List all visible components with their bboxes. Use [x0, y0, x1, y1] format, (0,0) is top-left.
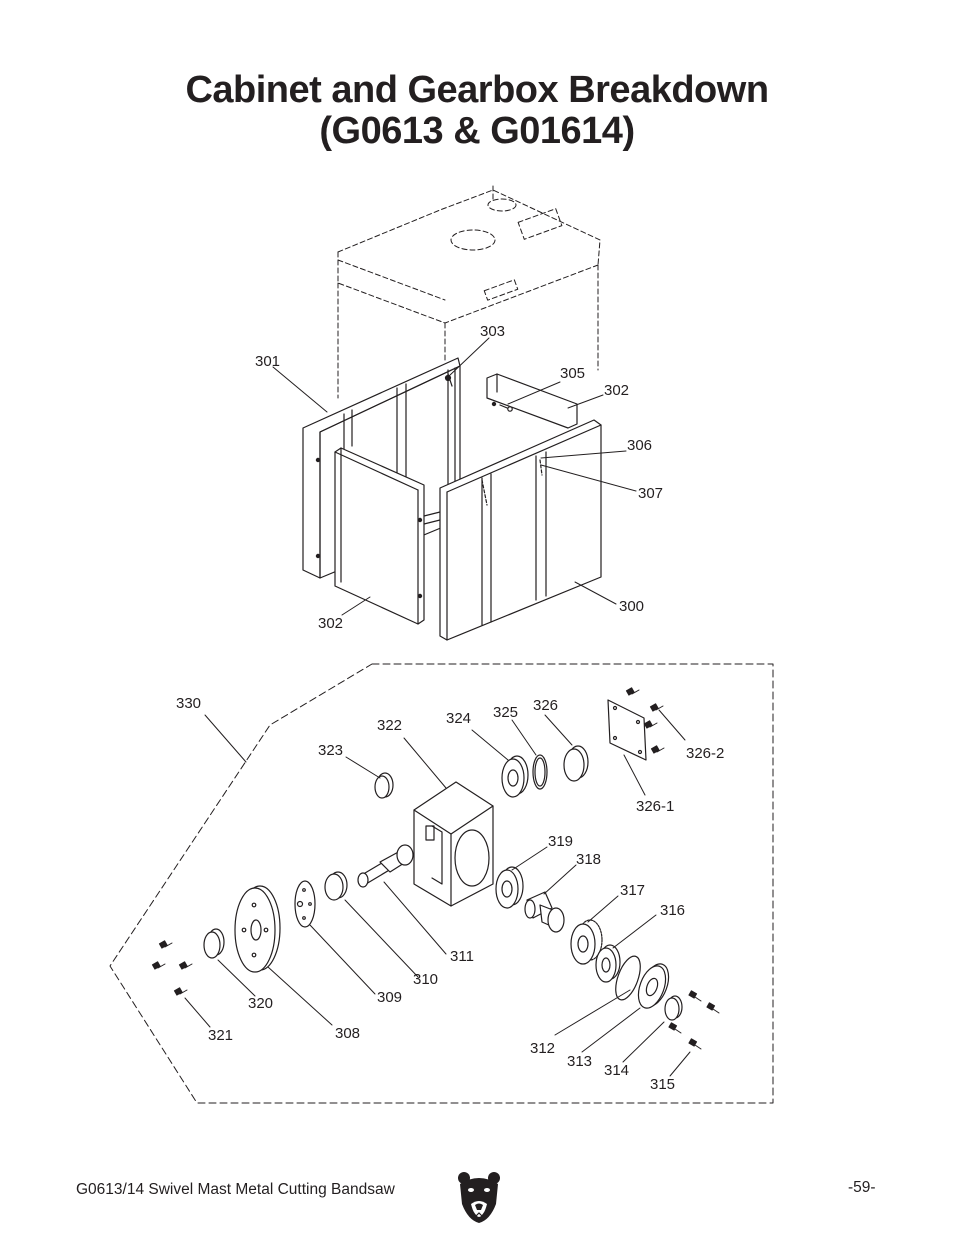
screw-303	[444, 373, 453, 387]
worm-gear-317	[570, 919, 603, 965]
seal-312	[664, 995, 683, 1021]
label-320: 320	[248, 995, 273, 1012]
label-302-front: 302	[318, 615, 343, 632]
label-311: 311	[450, 948, 474, 965]
seal-320	[203, 928, 225, 959]
bearing-324	[501, 755, 529, 798]
label-315: 315	[650, 1076, 675, 1093]
label-302-back: 302	[604, 382, 629, 399]
label-330: 330	[176, 695, 201, 712]
saw-base-outline	[337, 185, 601, 399]
label-326: 326	[533, 697, 558, 714]
label-307: 307	[638, 485, 663, 502]
label-310: 310	[413, 971, 438, 988]
label-326-1: 326-1	[636, 798, 674, 815]
gearbox-housing-322	[413, 781, 494, 907]
panel-300	[439, 419, 602, 641]
page-number: -59-	[848, 1179, 876, 1196]
gasket-313	[615, 955, 641, 1001]
label-319: 319	[548, 833, 573, 850]
gearbox-leaders	[184, 709, 691, 1077]
label-323: 323	[318, 742, 343, 759]
label-300: 300	[619, 598, 644, 615]
label-317: 317	[620, 882, 645, 899]
panel-302-front	[334, 447, 441, 625]
gasket-309	[294, 880, 316, 928]
screw-305	[499, 404, 513, 412]
flange-308	[234, 885, 281, 973]
screws-326-2	[625, 687, 665, 754]
label-324: 324	[446, 710, 471, 727]
screws-321	[151, 940, 193, 996]
cabinet-leaders	[272, 337, 637, 616]
snap-ring-325	[532, 754, 548, 790]
screws-315	[668, 990, 720, 1050]
manual-title: G0613/14 Swivel Mast Metal Cutting Bands…	[76, 1181, 395, 1198]
bearing-316	[595, 944, 621, 983]
label-305: 305	[560, 365, 585, 382]
label-325: 325	[493, 704, 518, 721]
gearbox-assembly-boundary	[109, 663, 774, 1104]
seal-310	[324, 871, 348, 901]
worm-shaft-311	[357, 844, 414, 888]
shaft-318	[524, 891, 565, 933]
cover-plate-326-1	[607, 699, 647, 761]
label-316: 316	[660, 902, 685, 919]
page-title: Cabinet and Gearbox Breakdown (G0613 & G…	[0, 70, 954, 152]
title-line-1: Cabinet and Gearbox Breakdown	[185, 69, 769, 111]
bearing-319	[495, 866, 524, 909]
label-301: 301	[255, 353, 280, 370]
label-308: 308	[335, 1025, 360, 1042]
end-cover-314	[637, 963, 670, 1009]
grizzly-bear-logo-icon	[458, 1172, 500, 1223]
title-line-2: (G0613 & G01614)	[319, 110, 635, 152]
label-326-2: 326-2	[686, 745, 724, 762]
label-309: 309	[377, 989, 402, 1006]
cap-326	[563, 745, 589, 782]
label-321: 321	[208, 1027, 233, 1044]
panel-302-back	[486, 373, 578, 429]
label-322: 322	[377, 717, 402, 734]
label-312: 312	[530, 1040, 555, 1057]
label-313: 313	[567, 1053, 592, 1070]
label-314: 314	[604, 1062, 629, 1079]
label-303: 303	[480, 323, 505, 340]
seal-323	[374, 772, 394, 799]
label-318: 318	[576, 851, 601, 868]
label-306: 306	[627, 437, 652, 454]
